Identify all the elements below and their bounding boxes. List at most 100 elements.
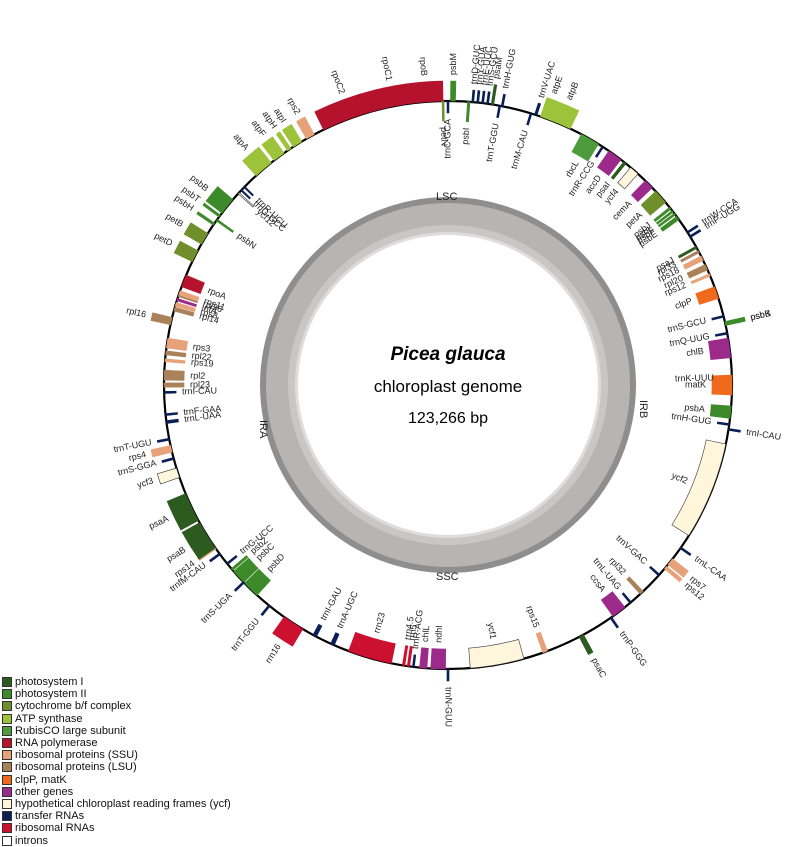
legend-swatch	[2, 713, 12, 724]
gene-rpl33	[680, 250, 700, 263]
gene-psbJ	[653, 206, 672, 222]
legend-label: introns	[15, 834, 49, 847]
legend-label: other genes	[15, 785, 74, 798]
gene-atpH	[275, 131, 292, 152]
gene-label-petB: petB	[164, 211, 185, 229]
gene-label-trnS-UGA: trnS-UGA	[199, 591, 234, 625]
gene-rps15	[535, 631, 548, 654]
gene-label-atpA: atpA	[231, 132, 251, 153]
legend-label: cytochrome b/f complex	[15, 700, 132, 713]
gene-label-psaM: psaM	[491, 56, 504, 79]
gene-rpl14	[173, 306, 195, 317]
gene-trnR-ACG	[412, 654, 417, 668]
gene-rpoB	[405, 80, 444, 105]
gene-label-petD: petD	[153, 231, 175, 249]
gene-rpl2	[163, 369, 185, 381]
gene-ndhI	[430, 648, 446, 670]
legend-swatch	[2, 725, 12, 736]
gene-label-psbA: psbA	[684, 402, 705, 414]
gene-psaC	[578, 634, 594, 656]
gene-label-rpl23: rpl23	[190, 379, 210, 389]
legend-swatch	[2, 823, 12, 834]
gene-rps18	[682, 255, 704, 270]
gene-psaJ	[677, 245, 698, 259]
gene-ycf12	[237, 192, 255, 208]
legend-item: hypothetical chloroplast reading frames …	[2, 798, 231, 810]
gene-psbT	[202, 202, 221, 218]
legend-item: ribosomal proteins (LSU)	[2, 761, 231, 773]
gene-label-rps2: rps2	[285, 96, 302, 116]
gene-label-trnM-CAU: trnM-CAU	[509, 129, 530, 170]
legend-label: RNA polymerase	[15, 737, 98, 750]
gene-trnS-GGA	[161, 457, 175, 463]
gene-accD	[597, 150, 622, 176]
gene-psbI	[465, 101, 471, 123]
gene-label-trnN-GUU: trnN-GUU	[444, 687, 454, 727]
gene-label-chlB: chlB	[686, 346, 705, 358]
gene-rpl32	[626, 576, 644, 595]
gene-label-clpP: clpP	[674, 296, 694, 311]
legend-label: hypothetical chloroplast reading frames …	[15, 797, 231, 810]
gene-label-trnE-UUC: trnE-UUC	[479, 45, 494, 85]
gene-label-ycf3: ycf3	[136, 475, 155, 490]
gene-psbE	[660, 216, 680, 232]
gene-trnQ-UUG	[714, 331, 728, 337]
gene-petB	[183, 222, 209, 245]
gene-chlB	[708, 337, 732, 361]
gene-atpF	[261, 136, 285, 161]
gene-psaI	[610, 161, 627, 180]
legend-item: introns	[2, 834, 231, 847]
gene-ycf1	[468, 639, 525, 669]
legend-label: photosystem II	[15, 688, 87, 701]
legend-item: ribosomal RNAs	[2, 822, 231, 834]
gene-label-ndhI: ndhI	[433, 625, 444, 643]
gene-label-rps3: rps3	[192, 341, 211, 353]
gene-rps12	[690, 273, 711, 285]
gene-psaB	[181, 522, 216, 560]
gene-label-rps19: rps19	[191, 357, 214, 369]
gene-label-rrn4.5: rrn4.5	[402, 616, 416, 641]
legend-swatch	[2, 750, 12, 761]
gene-trnG-UCC	[226, 555, 238, 565]
gene-label-trnP-GGG: trnP-GGG	[618, 629, 649, 668]
gene-label-trnL-UAA: trnL-UAA	[184, 409, 222, 424]
gene-trnF-GAA	[165, 412, 178, 417]
gene-label-rpoC2: rpoC2	[329, 69, 347, 95]
gene-label-psaA: psaA	[147, 513, 170, 531]
gene-label-trnH-GUG: trnH-GUG	[671, 411, 712, 427]
legend-label: photosystem I	[15, 676, 84, 689]
gene-trnS-GCU	[486, 91, 491, 105]
gene-ycf4	[617, 167, 639, 190]
gene-trnH-GUG	[716, 421, 730, 426]
gene-trnI-CAU	[728, 428, 741, 433]
gene-trnH-GUG	[500, 93, 506, 107]
gene-label-trnQ-UUG: trnQ-UUG	[669, 331, 711, 348]
gene-trnI-CAU	[163, 390, 177, 394]
gene-trnA-UGC	[330, 632, 340, 646]
gene-trnS-UGA	[233, 581, 245, 592]
legend-item: RNA polymerase	[2, 737, 231, 749]
legend-label: clpP, matK	[15, 773, 67, 786]
legend-item: photosystem I	[2, 676, 231, 688]
gene-atpB	[547, 99, 580, 130]
legend-label: ribosomal proteins (LSU)	[15, 761, 137, 774]
gene-label-ycf1: ycf1	[486, 622, 499, 640]
gene-label-trnK-UUU: trnK-UUU	[675, 372, 714, 383]
gene-petN	[441, 100, 445, 122]
gene-clpP	[695, 286, 719, 305]
gene-rrn5	[406, 645, 413, 667]
gene-trnE-UUC	[481, 90, 486, 104]
gene-trnS-GCU	[711, 314, 725, 321]
gene-label-chlL: chlL	[420, 625, 431, 642]
gene-trnW-CCA	[686, 224, 699, 234]
gene-label-rpl22: rpl22	[191, 350, 212, 362]
legend-label: ATP synthase	[15, 712, 83, 725]
gene-rps11	[178, 290, 200, 302]
gene-ycf3	[156, 467, 180, 485]
gene-trnP-UGG	[689, 229, 702, 238]
gene-psbN	[215, 218, 235, 233]
legend-swatch	[2, 689, 12, 700]
gene-label-petN: petN	[439, 127, 449, 146]
gene-rps2	[296, 116, 315, 140]
